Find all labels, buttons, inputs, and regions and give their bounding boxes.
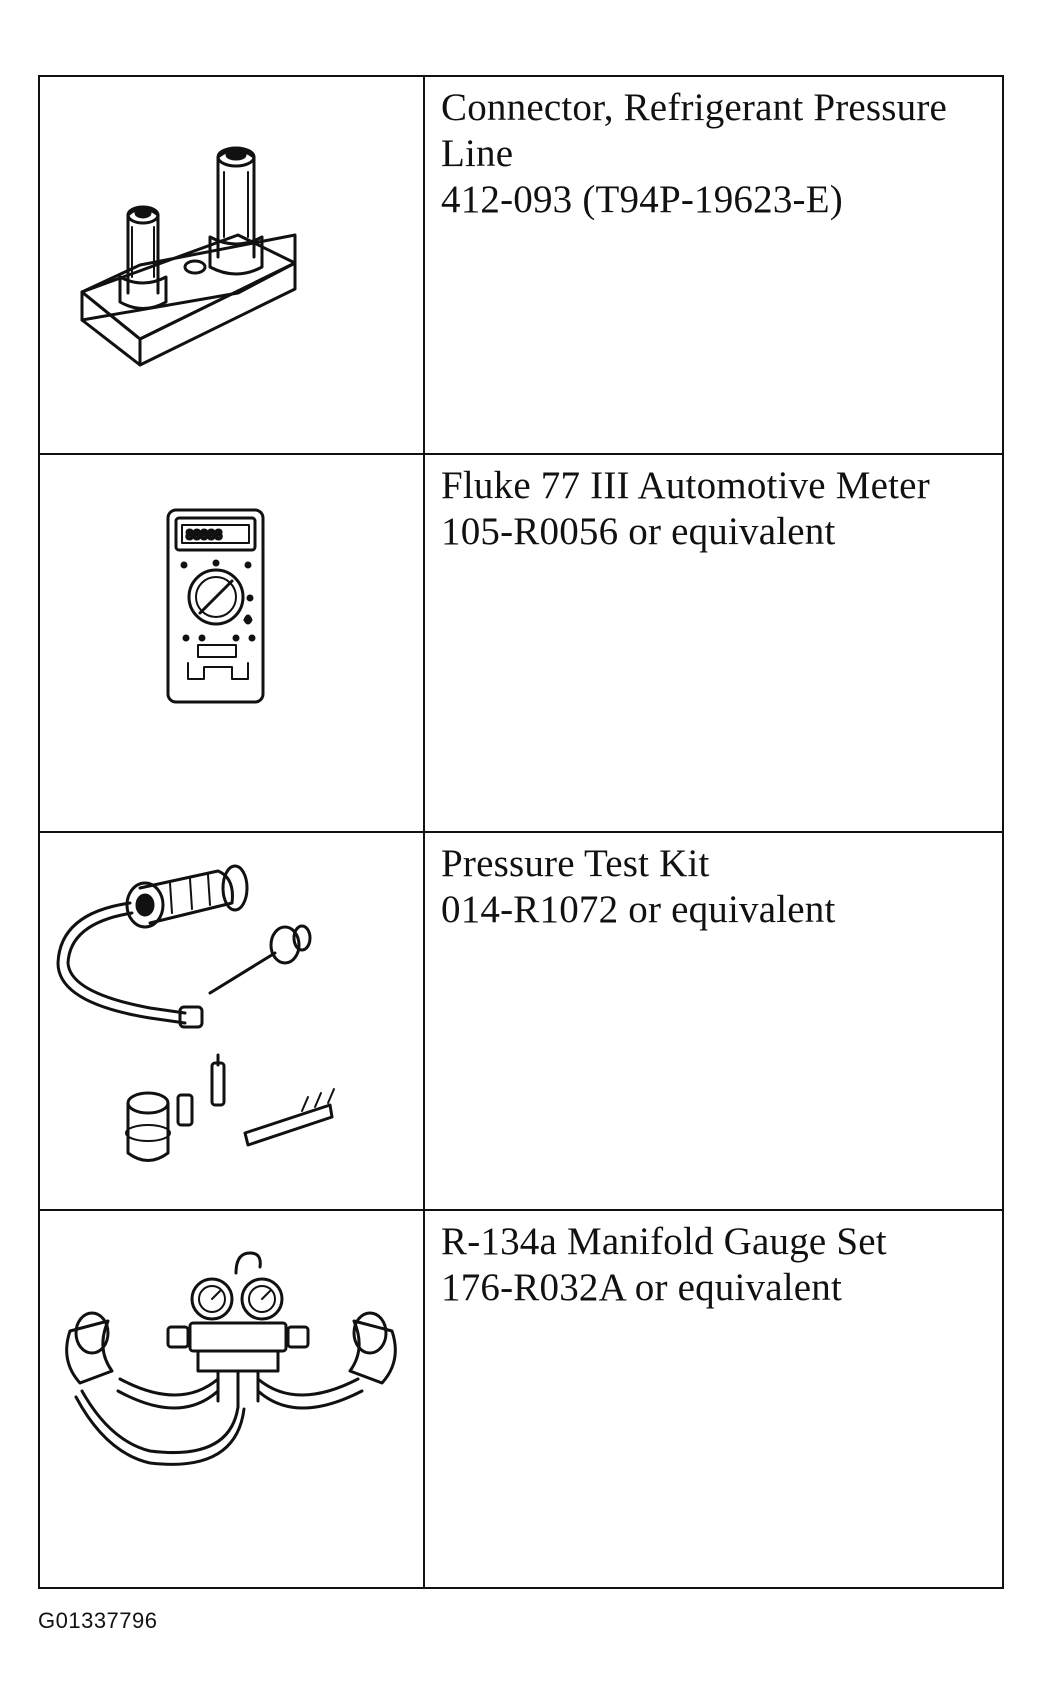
tool-illustration-cell <box>38 1209 425 1589</box>
svg-text:88888: 88888 <box>186 528 222 542</box>
pressure-line-connector-illustration <box>80 146 297 367</box>
figure-id: G01337796 <box>38 1608 158 1633</box>
tool-description-cell: Pressure Test Kit 014-R1072 or equivalen… <box>423 831 1004 1211</box>
tool-part-number: 105-R0056 or equivalent <box>441 510 836 553</box>
tool-description: Connector, Refrigerant Pressure Line 412… <box>425 77 1002 223</box>
tool-name-line: R-134a Manifold Gauge Set <box>441 1220 887 1263</box>
tool-name-line: Line <box>441 132 514 175</box>
manifold-gauge-set-illustration <box>65 1251 397 1466</box>
tool-part-number: 014-R1072 or equivalent <box>441 888 836 931</box>
tool-illustration-cell <box>38 831 425 1211</box>
tool-description-cell: R-134a Manifold Gauge Set 176-R032A or e… <box>423 1209 1004 1589</box>
tool-description-cell: Fluke 77 III Automotive Meter 105-R0056 … <box>423 453 1004 833</box>
tool-row: R-134a Manifold Gauge Set 176-R032A or e… <box>38 1209 1004 1589</box>
special-tools-table: Connector, Refrigerant Pressure Line 412… <box>38 75 1004 1589</box>
tool-part-number: 412-093 (T94P-19623-E) <box>441 178 843 221</box>
tool-part-number: 176-R032A or equivalent <box>441 1266 843 1309</box>
pressure-test-kit-illustration <box>56 864 335 1162</box>
tool-illustration-cell: 88888 <box>38 453 425 833</box>
tool-illustration-cell <box>38 75 425 455</box>
tool-row: Connector, Refrigerant Pressure Line 412… <box>38 75 1004 455</box>
automotive-meter-illustration: 88888 <box>166 508 265 704</box>
tool-name-line: Connector, Refrigerant Pressure <box>441 86 948 129</box>
tool-row: Pressure Test Kit 014-R1072 or equivalen… <box>38 831 1004 1211</box>
tool-row: 88888 Fluke 77 III Automotive Meter <box>38 453 1004 833</box>
tool-description: Fluke 77 III Automotive Meter 105-R0056 … <box>425 455 1002 555</box>
tool-name-line: Fluke 77 III Automotive Meter <box>441 464 930 507</box>
tool-description-cell: Connector, Refrigerant Pressure Line 412… <box>423 75 1004 455</box>
tool-name-line: Pressure Test Kit <box>441 842 710 885</box>
tool-description: Pressure Test Kit 014-R1072 or equivalen… <box>425 833 1002 933</box>
tool-description: R-134a Manifold Gauge Set 176-R032A or e… <box>425 1211 1002 1311</box>
